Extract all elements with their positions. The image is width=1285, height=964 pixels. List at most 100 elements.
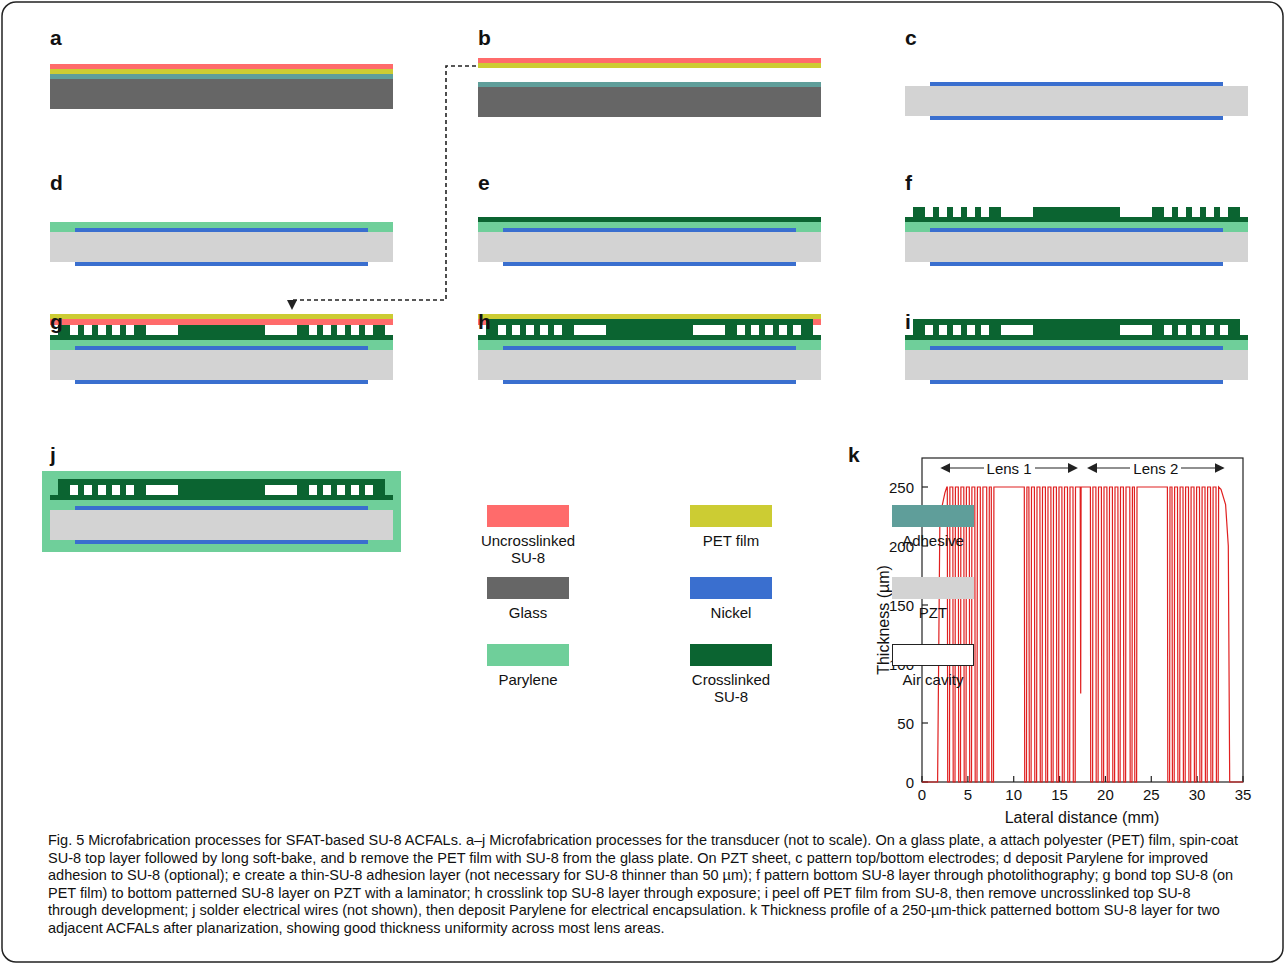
- panel-j-part: [58, 479, 385, 485]
- panel-a-part: [50, 64, 393, 69]
- legend-text: Adhesive: [880, 532, 986, 549]
- legend-swatch: [690, 644, 772, 666]
- panel-f: [905, 207, 1248, 266]
- legend-text: Crosslinked SU-8: [678, 671, 784, 705]
- axis-ticks: [922, 487, 1243, 782]
- panel-letter: g: [50, 310, 63, 334]
- tick: [922, 722, 928, 723]
- tick: [921, 776, 922, 782]
- panel-g-part: [50, 335, 393, 340]
- tick: [1105, 776, 1106, 782]
- legend-text: PZT: [880, 604, 986, 621]
- panel-letter: b: [478, 26, 491, 50]
- panel-i-part: [905, 346, 1248, 384]
- tick-label: 5: [964, 786, 972, 803]
- panel-letter: j: [50, 443, 56, 467]
- panel-f-part: [905, 217, 1248, 222]
- tick: [967, 776, 968, 782]
- legend-swatch: [892, 644, 974, 666]
- panel-b-part: [478, 58, 821, 63]
- panel-g-part: [50, 314, 393, 319]
- panel-f-part: [913, 207, 1240, 217]
- panel-letter: d: [50, 171, 63, 195]
- legend-swatch: [487, 505, 569, 527]
- panel-j-part: [58, 485, 385, 495]
- panel-letter: c: [905, 26, 917, 50]
- legend-text: Nickel: [678, 604, 784, 621]
- tick-label: 0: [918, 786, 926, 803]
- panel-e: [478, 217, 821, 266]
- panel-letter: h: [478, 310, 491, 334]
- tick: [1151, 776, 1152, 782]
- legend-text: PET film: [678, 532, 784, 549]
- legend-text: Air cavity: [880, 671, 986, 688]
- tick-label: 25: [1143, 786, 1160, 803]
- transfer-arrow: [292, 66, 476, 308]
- panel-g-part: [50, 346, 393, 384]
- panel-a: [50, 64, 393, 109]
- legend-swatch: [487, 644, 569, 666]
- panel-j-part: [50, 495, 393, 500]
- panel-a-part: [50, 69, 393, 74]
- panel-b-part: [478, 87, 821, 117]
- legend-text: Parylene: [475, 671, 581, 688]
- panel-c: [905, 82, 1248, 120]
- tick: [922, 486, 928, 487]
- panel-letter: e: [478, 171, 490, 195]
- legend-swatch: [690, 505, 772, 527]
- panel-c-part: [905, 82, 1248, 120]
- panel-h-part: [478, 319, 821, 325]
- tick-label: 30: [1189, 786, 1206, 803]
- panel-i-part: [913, 325, 1240, 335]
- tick-label: 250: [889, 479, 914, 496]
- tick-label: 0: [906, 774, 914, 791]
- tick: [1013, 776, 1014, 782]
- panel-a-part: [50, 74, 393, 79]
- tick: [1242, 776, 1243, 782]
- axis-title: Lateral distance (mm): [1005, 809, 1160, 827]
- thickness-profile: [922, 487, 1243, 782]
- lens-label: Lens 1: [984, 460, 1035, 477]
- panel-e-part: [478, 217, 821, 222]
- panel-h-part: [486, 319, 813, 325]
- panel-j-part: [42, 471, 401, 552]
- panel-h: [478, 314, 821, 384]
- panel-b: [478, 58, 821, 117]
- legend-text: Glass: [475, 604, 581, 621]
- panel-g-part: [58, 325, 385, 335]
- legend-text: Uncrosslinked SU-8: [475, 532, 581, 566]
- figure-caption: Fig. 5 Microfabrication processes for SF…: [48, 832, 1243, 937]
- tick-label: 35: [1235, 786, 1252, 803]
- legend-swatch: [892, 505, 974, 527]
- tick-label: 15: [1051, 786, 1068, 803]
- lens-label: Lens 2: [1130, 460, 1181, 477]
- panel-i: [905, 319, 1248, 384]
- tick-label: 50: [897, 715, 914, 732]
- panel-h-part: [478, 314, 821, 319]
- panel-e-part: [478, 228, 821, 266]
- panel-i-part: [905, 335, 1248, 340]
- legend-swatch: [892, 577, 974, 599]
- panel-b-part: [478, 82, 821, 87]
- panel-j: [42, 471, 401, 552]
- legend-swatch: [690, 577, 772, 599]
- panel-b-part: [478, 63, 821, 68]
- panel-j-part: [50, 506, 393, 544]
- panel-i-part: [913, 319, 1240, 325]
- panel-a-part: [50, 79, 393, 109]
- legend-swatch: [487, 577, 569, 599]
- panel-g-part: [50, 319, 393, 325]
- panel-h-part: [478, 335, 821, 340]
- tick-label: 10: [1005, 786, 1022, 803]
- tick-label: 150: [889, 597, 914, 614]
- panel-d-part: [50, 228, 393, 266]
- panel-letter: f: [905, 171, 912, 195]
- panel-h-part: [486, 325, 813, 335]
- panel-f-part: [905, 228, 1248, 266]
- panel-letter: k: [848, 443, 860, 467]
- tick-label: 20: [1097, 786, 1114, 803]
- panel-h-part: [478, 346, 821, 384]
- panel-d: [50, 222, 393, 266]
- panel-letter: i: [905, 310, 911, 334]
